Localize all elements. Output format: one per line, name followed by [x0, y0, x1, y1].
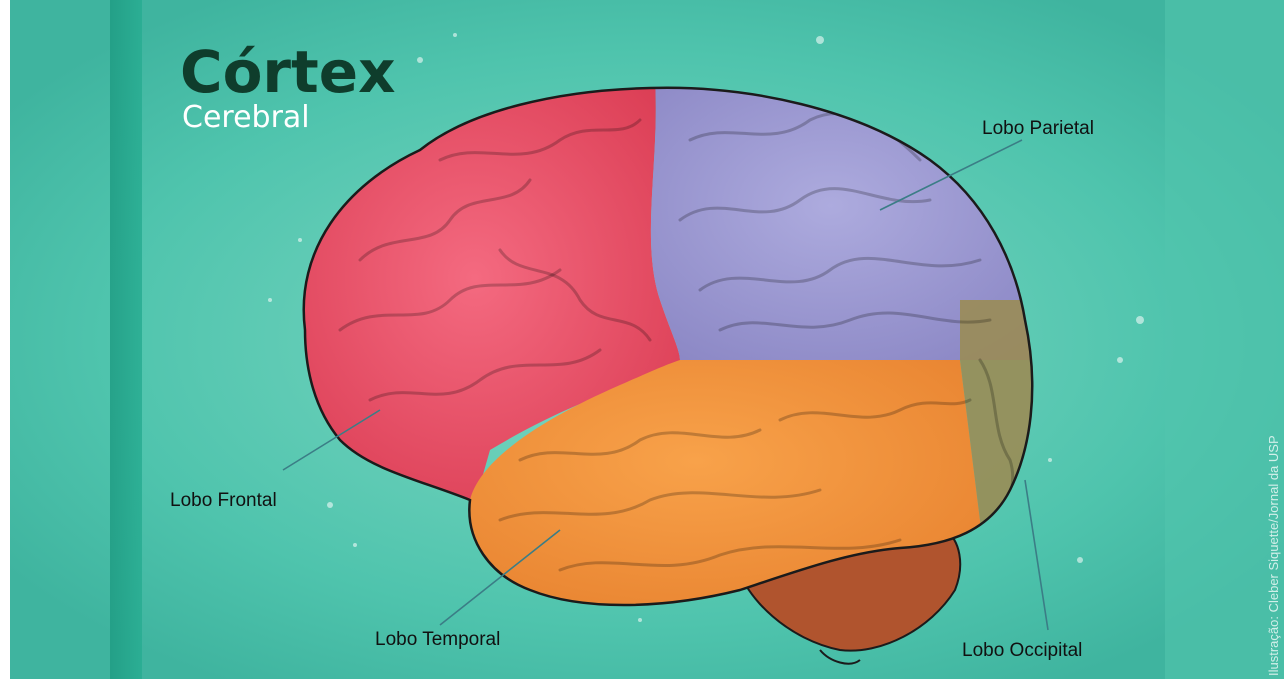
title-sub: Cerebral	[182, 100, 310, 135]
label-lobo-occipital: Lobo Occipital	[962, 640, 1082, 661]
vertical-band	[110, 0, 142, 679]
label-lobo-frontal: Lobo Frontal	[170, 490, 277, 511]
illustration-credit: Ilustração: Cleber Siquette/Jornal da US…	[1266, 435, 1281, 676]
title-main: Córtex	[180, 38, 396, 106]
label-lobo-parietal: Lobo Parietal	[982, 118, 1094, 139]
left-border	[0, 0, 10, 679]
label-lobo-temporal: Lobo Temporal	[375, 629, 500, 650]
